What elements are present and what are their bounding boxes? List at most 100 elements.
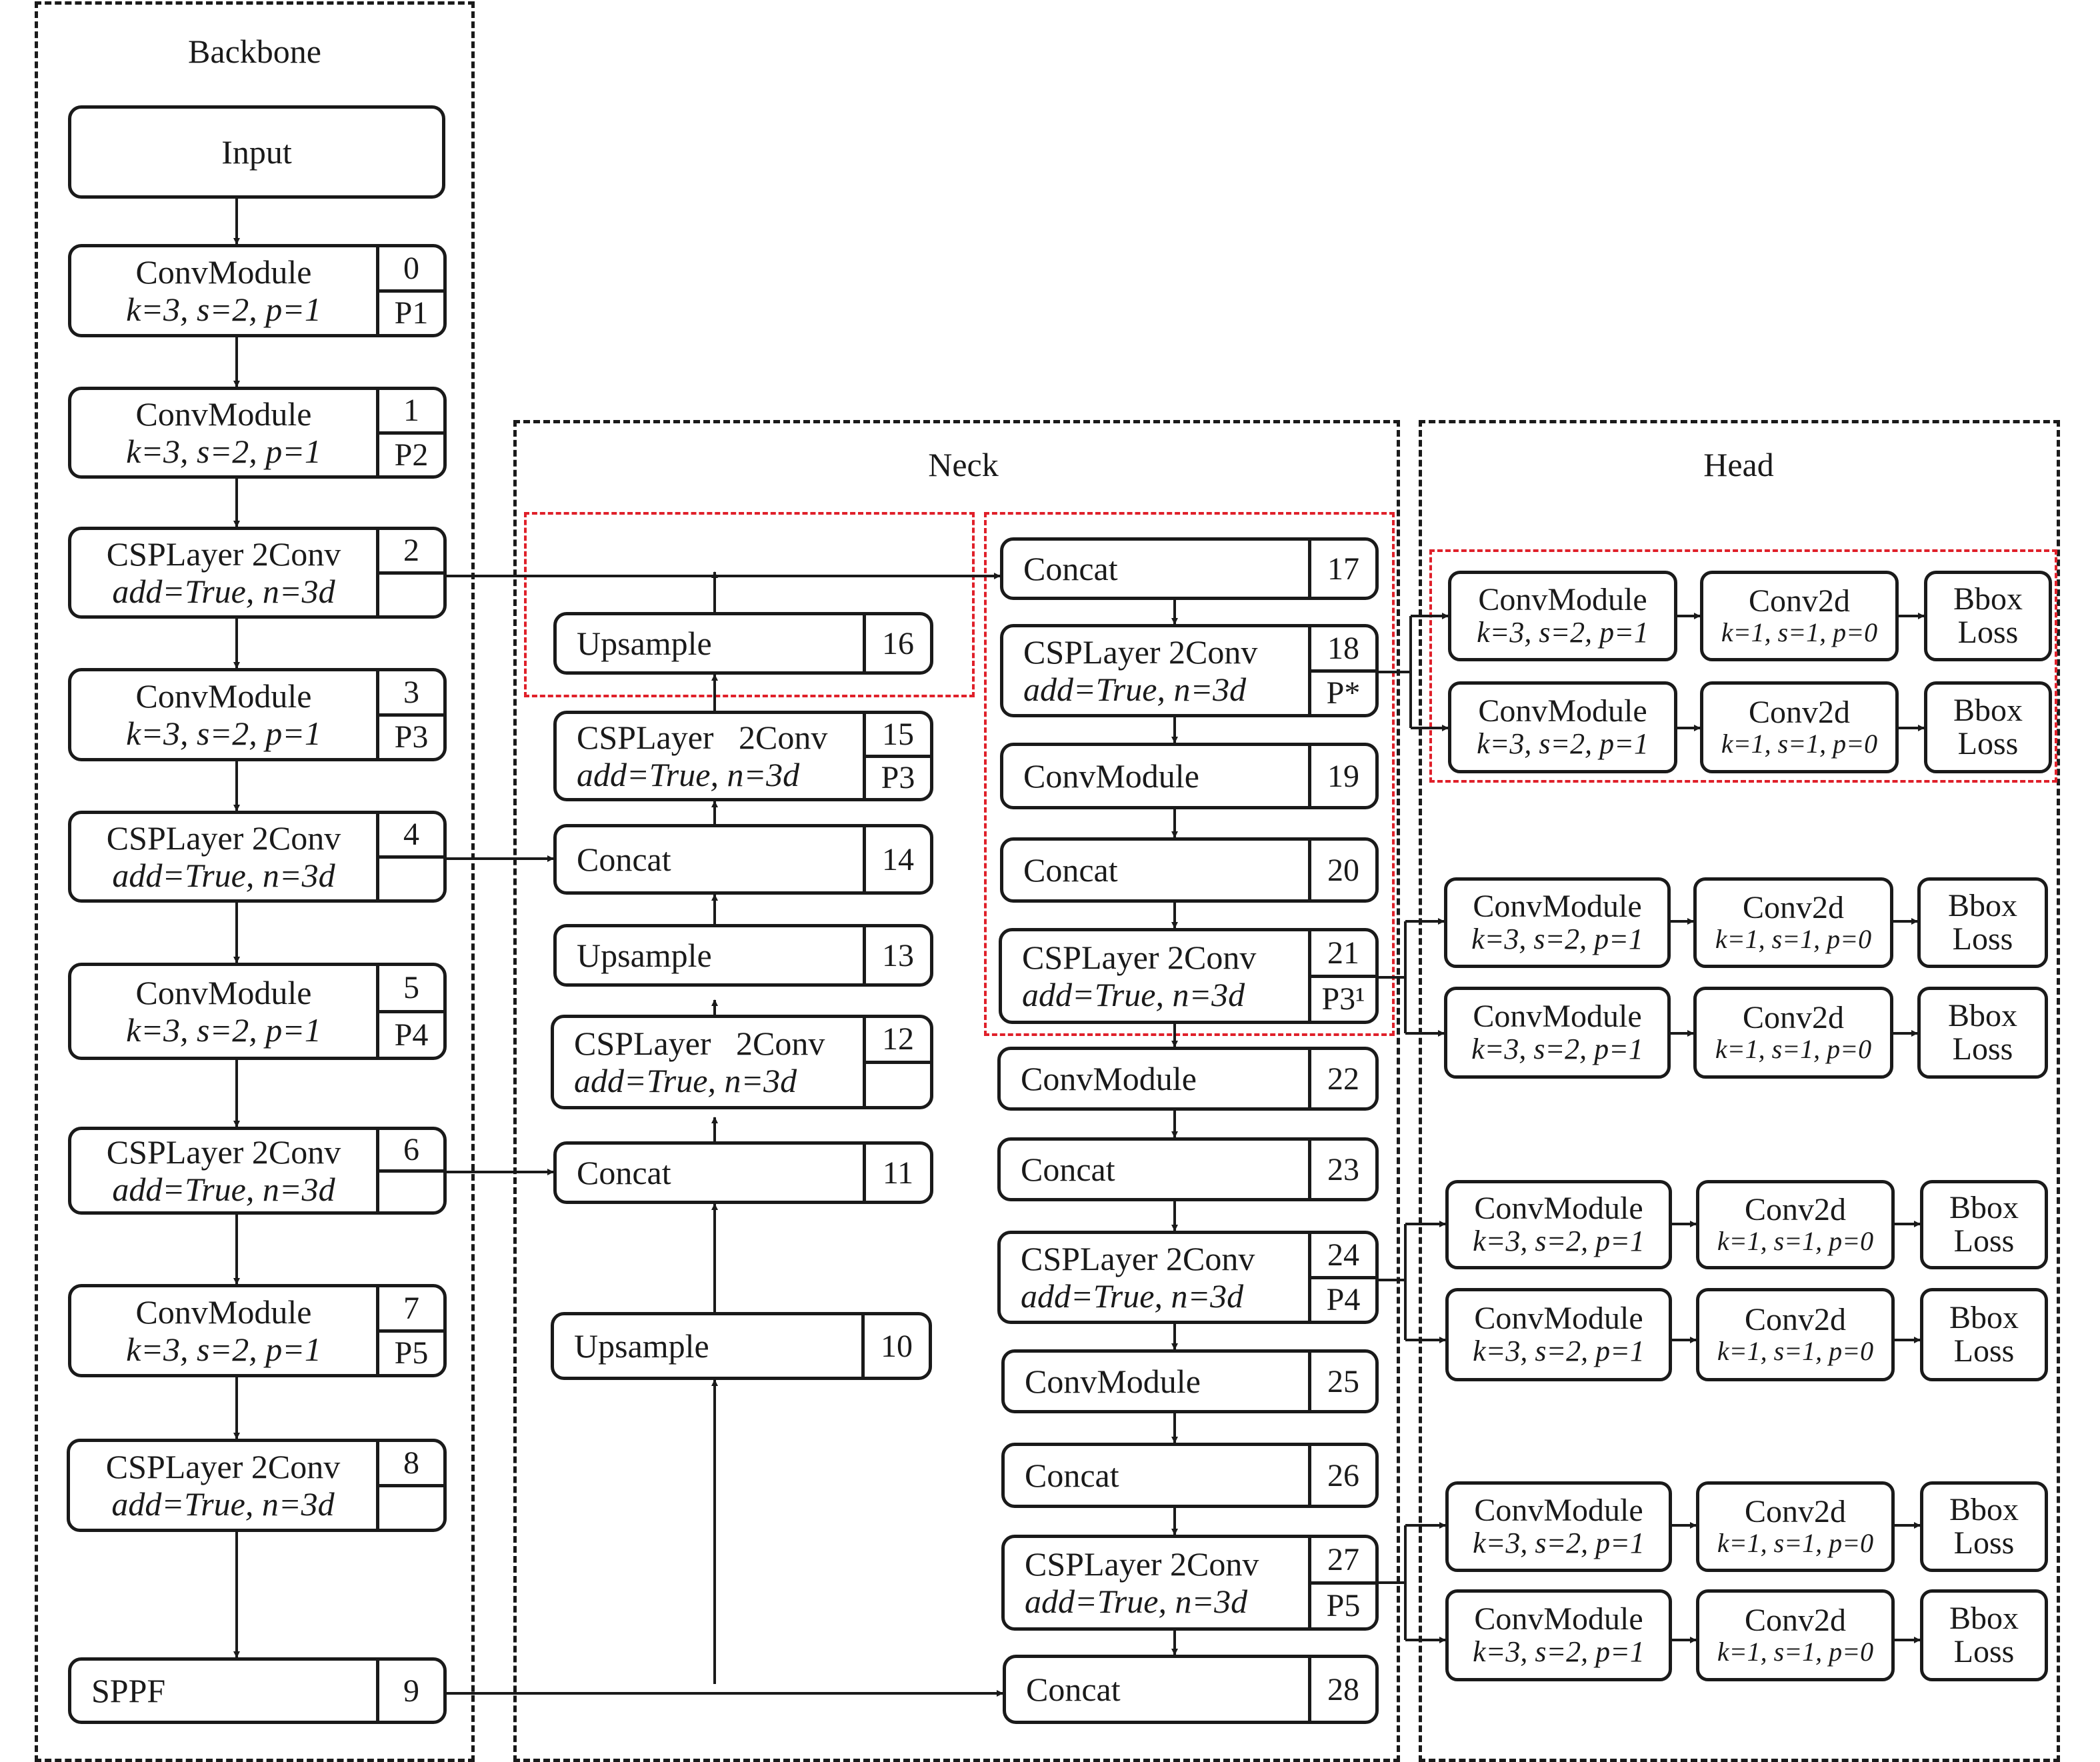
head-label: ConvModule xyxy=(1474,1300,1643,1336)
backbone-node-9: SPPF 9 xyxy=(68,1657,447,1724)
head-bbox-label: Bbox xyxy=(1949,1189,2019,1225)
head-bbox-loss: Bbox Loss xyxy=(1920,1589,2048,1681)
node-index: 10 xyxy=(881,1328,913,1364)
head-convmodule: ConvModule k=3, s=2, p=1 xyxy=(1445,1288,1672,1381)
node-tag: P4 xyxy=(1311,1275,1375,1321)
head-convmodule: ConvModule k=3, s=2, p=1 xyxy=(1445,1180,1672,1269)
head-params: k=3, s=2, p=1 xyxy=(1473,1335,1645,1367)
node-label: Concat xyxy=(577,841,671,878)
head-loss-label: Loss xyxy=(1953,1525,2015,1561)
node-label: CSPLayer 2Conv xyxy=(106,1133,341,1171)
head-label: ConvModule xyxy=(1473,998,1642,1034)
head-bbox-label: Bbox xyxy=(1949,1299,2019,1335)
head-loss-label: Loss xyxy=(1957,615,2019,650)
node-label: CSPLayer 2Conv xyxy=(1023,633,1258,671)
node-params: add=True, n=3d xyxy=(112,857,335,894)
node-label: Concat xyxy=(1021,1151,1115,1188)
neck-node-13: Upsample 13 xyxy=(553,924,933,987)
head-region xyxy=(1419,420,2060,1762)
head-params: k=3, s=2, p=1 xyxy=(1477,616,1649,649)
node-params: add=True, n=3d xyxy=(112,1171,335,1208)
head-bbox-label: Bbox xyxy=(1953,692,2023,728)
node-index: 3 xyxy=(403,674,419,710)
node-label: Upsample xyxy=(577,625,712,662)
neck-node-14: Concat 14 xyxy=(553,824,933,895)
head-bbox-loss: Bbox Loss xyxy=(1917,877,2048,968)
node-label: ConvModule xyxy=(135,395,312,433)
head-title: Head xyxy=(1703,446,1774,483)
head-conv2d: Conv2d k=1, s=1, p=0 xyxy=(1700,571,1899,661)
node-label: CSPLayer 2Conv xyxy=(1021,1240,1255,1277)
node-label: ConvModule xyxy=(1025,1363,1201,1400)
head-params: k=1, s=1, p=0 xyxy=(1715,1034,1872,1065)
node-params: k=3, s=2, p=1 xyxy=(126,1331,321,1368)
node-params: add=True, n=3d xyxy=(112,573,335,610)
node-label: Concat xyxy=(1023,851,1118,889)
head-conv2d: Conv2d k=1, s=1, p=0 xyxy=(1696,1288,1895,1381)
head-params: k=3, s=2, p=1 xyxy=(1473,1527,1645,1559)
node-tag xyxy=(379,855,443,900)
node-index: 14 xyxy=(882,841,914,877)
node-index: 11 xyxy=(882,1155,914,1191)
node-tag: P4 xyxy=(379,1009,443,1057)
head-conv2d: Conv2d k=1, s=1, p=0 xyxy=(1693,877,1893,968)
node-params: k=3, s=2, p=1 xyxy=(126,715,321,752)
node-tag: P1 xyxy=(379,289,443,335)
node-index: 0 xyxy=(403,250,419,286)
node-index: 15 xyxy=(882,716,914,752)
head-bbox-label: Bbox xyxy=(1947,997,2017,1033)
head-conv2d: Conv2d k=1, s=1, p=0 xyxy=(1693,987,1893,1079)
head-convmodule: ConvModule k=3, s=2, p=1 xyxy=(1444,877,1671,968)
neck-node-25: ConvModule 25 xyxy=(1001,1349,1379,1413)
head-convmodule: ConvModule k=3, s=2, p=1 xyxy=(1448,571,1677,661)
backbone-region xyxy=(35,1,475,1762)
node-label: ConvModule xyxy=(1023,757,1199,795)
node-index: 24 xyxy=(1327,1237,1359,1273)
head-label: Conv2d xyxy=(1744,1602,1846,1638)
node-index: 23 xyxy=(1327,1151,1359,1187)
head-bbox-label: Bbox xyxy=(1947,887,2017,923)
node-label: CSPLayer 2Conv xyxy=(106,535,341,573)
neck-node-19: ConvModule 19 xyxy=(1000,743,1379,809)
node-index: 2 xyxy=(403,533,419,569)
node-label: CSPLayer 2Conv xyxy=(105,1448,341,1485)
head-conv2d: Conv2d k=1, s=1, p=0 xyxy=(1696,1180,1895,1269)
head-label: Conv2d xyxy=(1748,583,1850,619)
node-params: add=True, n=3d xyxy=(111,1485,335,1523)
node-index: 7 xyxy=(403,1290,419,1326)
node-index: 12 xyxy=(882,1021,914,1057)
node-index: 13 xyxy=(882,937,914,973)
node-label: Concat xyxy=(1026,1671,1121,1708)
node-index: 4 xyxy=(403,817,419,853)
node-label: Concat xyxy=(1023,550,1118,587)
head-label: ConvModule xyxy=(1474,1190,1643,1226)
head-conv2d: Conv2d k=1, s=1, p=0 xyxy=(1696,1589,1895,1681)
head-bbox-label: Bbox xyxy=(1949,1600,2019,1636)
head-params: k=3, s=2, p=1 xyxy=(1471,923,1643,955)
highlight-upsample-16 xyxy=(524,512,975,697)
backbone-title: Backbone xyxy=(188,33,321,70)
head-label: ConvModule xyxy=(1474,1492,1643,1528)
node-index: 22 xyxy=(1327,1061,1359,1097)
head-bbox-loss: Bbox Loss xyxy=(1924,681,2052,773)
head-conv2d: Conv2d k=1, s=1, p=0 xyxy=(1696,1481,1895,1572)
node-index: 18 xyxy=(1327,630,1359,666)
node-label: CSPLayer 2Conv xyxy=(1022,939,1257,976)
node-label: Concat xyxy=(577,1154,671,1191)
head-params: k=1, s=1, p=0 xyxy=(1717,1528,1874,1559)
node-label: CSPLayer 2Conv xyxy=(577,719,828,756)
head-params: k=1, s=1, p=0 xyxy=(1721,617,1878,648)
node-label: ConvModule xyxy=(135,253,312,291)
node-params: add=True, n=3d xyxy=(1022,976,1245,1013)
head-label: Conv2d xyxy=(1742,999,1844,1035)
head-convmodule: ConvModule k=3, s=2, p=1 xyxy=(1445,1481,1672,1572)
node-tag: P3 xyxy=(379,713,443,759)
head-bbox-loss: Bbox Loss xyxy=(1924,571,2052,661)
neck-node-10: Upsample 10 xyxy=(551,1312,932,1380)
neck-node-20: Concat 20 xyxy=(1000,837,1379,903)
